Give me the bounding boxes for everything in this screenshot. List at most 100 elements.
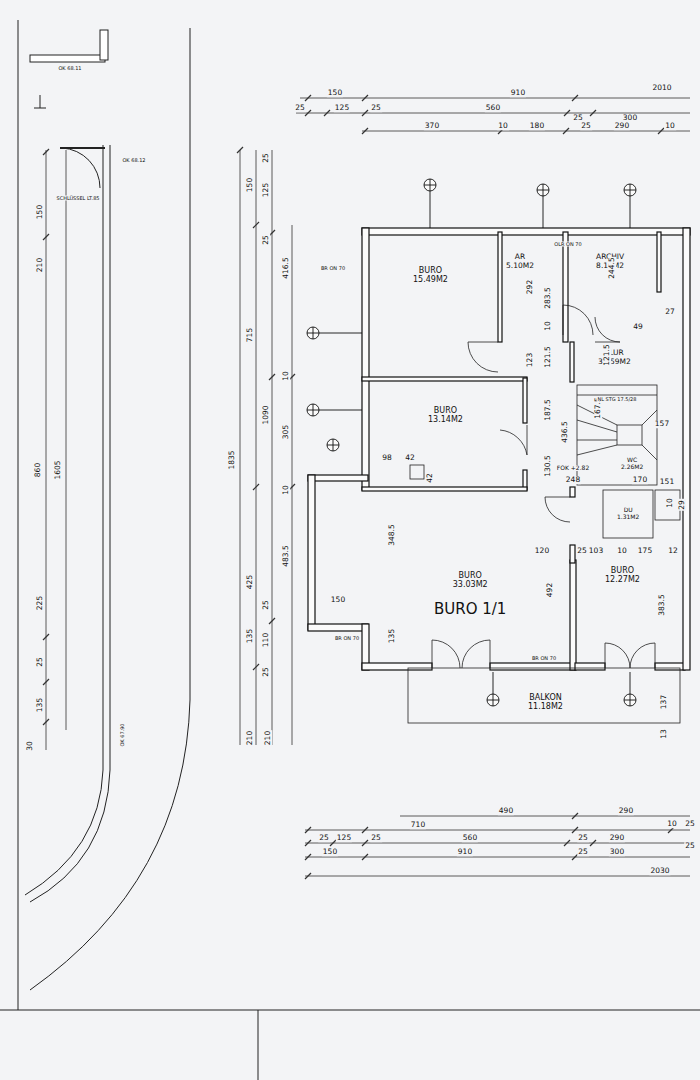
dimension-value: 10 bbox=[497, 122, 509, 130]
dimension-value: 248 bbox=[565, 476, 581, 484]
dimension-value: 120 bbox=[534, 547, 550, 555]
dimension-value: 370 bbox=[424, 122, 440, 130]
dimension-value: 290 bbox=[614, 122, 630, 130]
dimension-value: 187.5 bbox=[544, 398, 552, 421]
dimension-value: 10 bbox=[282, 484, 290, 496]
dimension-value: 560 bbox=[485, 104, 501, 112]
dimension-value: 25 bbox=[580, 122, 592, 130]
dimension-value: 10 bbox=[544, 320, 552, 332]
dimension-value: 244.5 bbox=[608, 256, 616, 279]
dimension-value: 150 bbox=[322, 848, 338, 856]
dimension-value: 135 bbox=[36, 697, 44, 713]
room-area: 15.49M2 bbox=[412, 275, 449, 284]
dimension-value: 157 bbox=[654, 420, 670, 428]
dimension-value: 910 bbox=[457, 848, 473, 856]
dimension-value: 10 bbox=[666, 497, 674, 509]
dimension-value: 170 bbox=[632, 476, 648, 484]
room-name: BURO bbox=[433, 406, 458, 415]
dimension-value: 860 bbox=[34, 462, 42, 478]
room-label: BALKON11.18M2 bbox=[525, 692, 566, 712]
room-name: AR bbox=[514, 253, 526, 262]
plan-note: BR ON 70 bbox=[334, 636, 360, 641]
dimension-value: 25 bbox=[577, 848, 589, 856]
dimension-value: 10 bbox=[664, 122, 676, 130]
room-name: BURO bbox=[610, 566, 635, 575]
dimension-value: 348.5 bbox=[388, 523, 396, 546]
stair-and-fixtures bbox=[408, 385, 680, 723]
dimension-value: 210 bbox=[246, 730, 254, 746]
plan-note: BR ON 70 bbox=[320, 266, 346, 271]
dimension-value: 25 bbox=[684, 842, 696, 850]
dimension-value: 483.5 bbox=[282, 544, 290, 567]
dimension-value: 125 bbox=[262, 182, 270, 198]
dimension-value: 2010 bbox=[651, 84, 672, 92]
dimension-value: 135 bbox=[246, 628, 254, 644]
dimension-value: 25 bbox=[370, 834, 382, 842]
dimension-value: 10 bbox=[666, 820, 678, 828]
room-label: BURO13.14M2 bbox=[425, 405, 466, 425]
dimension-value: 290 bbox=[609, 834, 625, 842]
dimension-value: 27 bbox=[664, 308, 676, 316]
doors bbox=[432, 305, 655, 668]
plan-note: OLR ON 70 bbox=[553, 242, 582, 247]
room-label: WC2.26M2 bbox=[618, 456, 646, 472]
room-label: BURO12.27M2 bbox=[602, 565, 643, 585]
dimension-value: 492 bbox=[546, 582, 554, 598]
room-area: 11.18M2 bbox=[527, 702, 564, 711]
dimension-value: 10 bbox=[616, 547, 628, 555]
room-name: BALKON bbox=[528, 693, 563, 702]
room-area: 12.27M2 bbox=[604, 575, 641, 584]
dimension-value: 42 bbox=[426, 472, 434, 484]
dimension-value: 416.5 bbox=[282, 256, 290, 279]
dimension-value: 210 bbox=[36, 257, 44, 273]
dimension-value: 1605 bbox=[54, 459, 62, 480]
room-area: 13.14M2 bbox=[427, 415, 464, 424]
room-name: WC bbox=[626, 457, 638, 464]
dimension-value: 125 bbox=[334, 104, 350, 112]
plan-note: SCHLÜSSEL LT.85 bbox=[55, 196, 100, 201]
dimension-value: 2030 bbox=[649, 867, 670, 875]
dimension-value: 10 bbox=[282, 370, 290, 382]
dimension-value: 283.5 bbox=[544, 286, 552, 309]
room-area: 1.31M2 bbox=[616, 514, 640, 521]
dimension-value: 123 bbox=[526, 352, 534, 368]
dimension-value: 210 bbox=[264, 730, 272, 746]
dimension-value: 25 bbox=[294, 104, 306, 112]
dimension-value: 150 bbox=[330, 596, 346, 604]
room-name: BURO bbox=[458, 571, 483, 580]
dimension-value: 300 bbox=[622, 114, 638, 122]
dimension-value: 25 bbox=[577, 834, 589, 842]
dimension-value: 710 bbox=[410, 821, 426, 829]
dimension-value: 300 bbox=[609, 848, 625, 856]
dimension-value: 150 bbox=[36, 204, 44, 220]
plan-note: FOK +2.82 bbox=[556, 465, 590, 471]
dimension-value: 305 bbox=[282, 424, 290, 440]
dimension-value: 715 bbox=[246, 327, 254, 343]
dimension-value: 125 bbox=[336, 834, 352, 842]
dimension-value: 225 bbox=[36, 595, 44, 611]
room-area: 33.03M2 bbox=[452, 580, 489, 589]
dimension-value: 180 bbox=[529, 122, 545, 130]
room-area: 2.26M2 bbox=[620, 464, 644, 471]
dimension-value: 151 bbox=[659, 478, 675, 486]
dimension-value: 490 bbox=[498, 807, 514, 815]
dimension-lines bbox=[43, 95, 690, 879]
dimension-value: 110 bbox=[262, 632, 270, 648]
dimension-value: 25 bbox=[370, 104, 382, 112]
dimension-value: 25 bbox=[262, 234, 270, 246]
dimension-value: 135 bbox=[388, 628, 396, 644]
dimension-value: 30 bbox=[26, 740, 34, 752]
dimension-value: 383.5 bbox=[658, 593, 666, 616]
dimension-value: 25 bbox=[262, 599, 270, 611]
dimension-value: 137 bbox=[660, 694, 668, 710]
dimension-value: 121.5 bbox=[544, 345, 552, 368]
dimension-value: 98 bbox=[381, 454, 393, 462]
room-label: BURO33.03M2BURO 1/1 bbox=[431, 570, 509, 620]
dimension-value: 560 bbox=[462, 834, 478, 842]
walls bbox=[308, 228, 690, 670]
plan-note: OK 68.11 bbox=[57, 66, 82, 71]
dimension-value: 150 bbox=[246, 177, 254, 193]
dimension-value: 13 bbox=[660, 728, 668, 740]
